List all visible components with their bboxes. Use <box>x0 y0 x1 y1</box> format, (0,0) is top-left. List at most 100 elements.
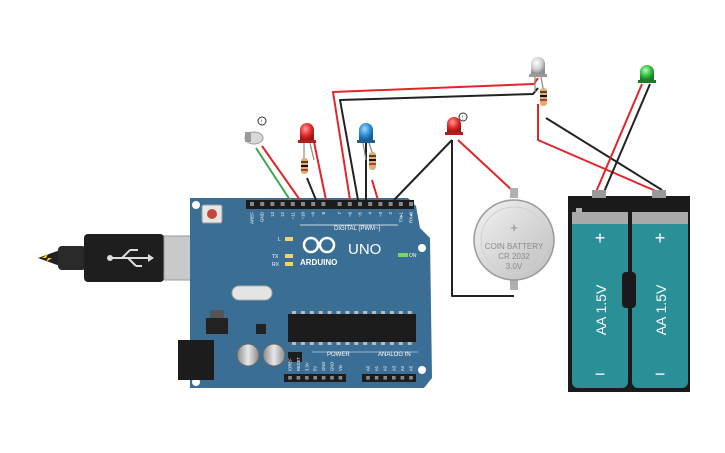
wire-green[interactable] <box>255 147 291 201</box>
chip-pin <box>318 342 323 345</box>
coin-battery[interactable]: + COIN BATTERY CR 2032 3.0V <box>473 188 555 290</box>
chip-pin <box>345 342 350 345</box>
led-tx-label: TX <box>272 254 279 260</box>
analog-pin[interactable] <box>400 376 405 380</box>
mounting-hole <box>192 201 200 209</box>
aa-battery-2[interactable]: + AA 1.5V − <box>632 212 688 388</box>
chip-pin <box>389 311 394 314</box>
digital-header <box>246 200 414 209</box>
chip-pin <box>327 342 332 345</box>
digital-pin-label: ~10 <box>301 212 306 220</box>
chip-pin <box>292 342 296 345</box>
chip-pin <box>389 342 394 345</box>
digital-pin[interactable] <box>409 202 413 206</box>
power-pin[interactable] <box>321 376 326 380</box>
chip-pin <box>407 342 412 345</box>
digital-pin[interactable] <box>337 202 342 206</box>
digital-pin-label: 4 <box>368 212 373 215</box>
power-pin[interactable] <box>313 376 317 380</box>
board-model: UNO <box>348 241 381 258</box>
led-on-label: ON <box>409 253 417 259</box>
onboard-led-on <box>398 253 408 257</box>
chip-pin <box>363 311 368 314</box>
led-blue[interactable] <box>357 123 376 170</box>
analog-pin[interactable] <box>366 376 370 380</box>
wire-red-gray-to-battery[interactable] <box>537 104 659 193</box>
digital-pin[interactable] <box>301 202 305 206</box>
chip-pin <box>292 311 296 314</box>
board-brand: ARDUINO <box>300 258 337 267</box>
analog-pin[interactable] <box>409 376 413 380</box>
analog-header-label: ANALOG IN <box>378 352 411 358</box>
digital-pin[interactable] <box>260 202 265 206</box>
digital-pin-label: ~3 <box>378 212 383 218</box>
led-red-left[interactable] <box>298 123 316 174</box>
analog-pin-label: A4 <box>400 365 405 371</box>
photoresistor[interactable]: ! <box>244 116 267 145</box>
analog-pin[interactable] <box>392 376 396 380</box>
digital-pin[interactable] <box>270 202 275 206</box>
digital-pin[interactable] <box>398 202 403 206</box>
aa-battery-holder[interactable]: + AA 1.5V − + AA 1.5V − <box>568 190 690 392</box>
digital-pin[interactable] <box>290 202 295 206</box>
digital-pin[interactable] <box>378 202 383 206</box>
onboard-led-rx <box>285 262 293 266</box>
aa-battery-1[interactable]: + AA 1.5V − <box>572 208 628 388</box>
info-icon[interactable] <box>257 116 267 126</box>
lightning-icon <box>42 254 52 262</box>
digital-pin-label: GND <box>260 211 265 222</box>
analog-pin[interactable] <box>383 376 387 380</box>
chip-pin <box>407 311 412 314</box>
wire-black-red-led[interactable] <box>306 177 317 201</box>
digital-pin[interactable] <box>388 202 393 206</box>
digital-pin[interactable] <box>358 202 362 206</box>
digital-pin-label: 2 <box>388 212 393 215</box>
aa-battery-2-minus: − <box>655 364 666 384</box>
wire-black-from-coin-minus[interactable] <box>451 140 514 297</box>
wire-red-to-gray-led[interactable] <box>332 77 539 201</box>
power-jack <box>178 340 214 380</box>
power-pin[interactable] <box>296 376 301 380</box>
led-red-right[interactable]: ! <box>445 112 468 135</box>
digital-pin[interactable] <box>347 202 352 206</box>
led-gray[interactable] <box>529 57 547 106</box>
coin-battery-model: CR 2032 <box>498 252 530 261</box>
digital-pin[interactable] <box>280 202 285 206</box>
digital-pin[interactable] <box>311 202 316 206</box>
digital-pin-label: AREF <box>250 212 255 224</box>
power-pin[interactable] <box>305 376 309 380</box>
svg-text:+: + <box>323 241 330 250</box>
mounting-hole <box>418 366 426 374</box>
led-rx-label: RX <box>272 262 280 268</box>
power-pin[interactable] <box>338 376 343 380</box>
reset-button-cap[interactable] <box>207 209 217 219</box>
wire-red-green-led[interactable] <box>595 83 643 193</box>
wire-red-photoresistor[interactable] <box>261 145 301 201</box>
analog-pin[interactable] <box>374 376 379 380</box>
digital-pin[interactable] <box>321 202 326 206</box>
power-pin-label: 5V <box>313 366 318 371</box>
small-ic <box>256 324 266 334</box>
digital-pin-label: ~5 <box>358 212 363 218</box>
led-green[interactable] <box>638 65 656 83</box>
wire-red-blue-led[interactable] <box>371 179 379 201</box>
power-pin-label: IOREF <box>288 358 293 371</box>
chip-pin <box>318 311 323 314</box>
chip-pin <box>354 342 359 345</box>
wire-red-to-coin-plus[interactable] <box>457 139 515 193</box>
digital-pin-label: ~9 <box>311 212 316 218</box>
wire-black-led-coin[interactable] <box>393 139 453 201</box>
power-pin[interactable] <box>288 376 292 380</box>
wire-red-led-to-pin[interactable] <box>313 141 327 201</box>
power-pin[interactable] <box>330 376 334 380</box>
info-icon[interactable] <box>458 112 468 122</box>
digital-pin[interactable] <box>250 202 254 206</box>
wire-black-gray-to-battery[interactable] <box>545 117 663 191</box>
digital-pin-label: 8 <box>321 212 326 215</box>
digital-pin-label: ~6 <box>347 212 352 218</box>
wire-black-green-led[interactable] <box>603 83 651 193</box>
usb-cable-boot <box>58 246 86 270</box>
digital-pin[interactable] <box>368 202 373 206</box>
